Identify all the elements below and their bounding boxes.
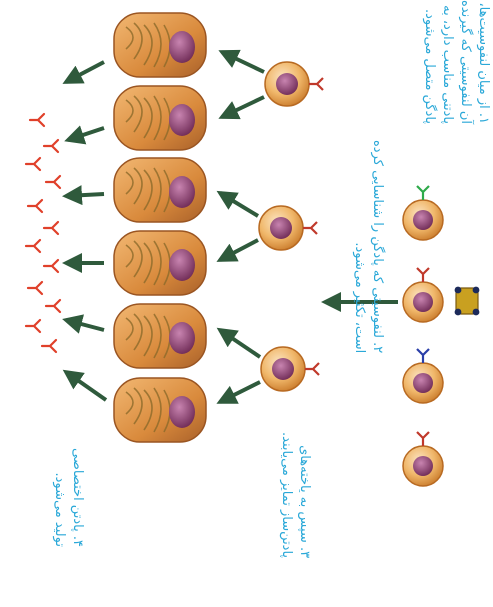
- antibody-icon: [44, 260, 58, 272]
- arrow-icon: [66, 194, 104, 196]
- caption-step-3: ۳. سپس به یاخته‌های پادتن‌ساز تمایز می‌ی…: [277, 432, 313, 558]
- antibody-icon: [30, 114, 44, 126]
- plasma-cells: [114, 13, 206, 442]
- antibody-icon: [28, 200, 42, 212]
- arrow-icon: [220, 193, 258, 216]
- antibody-icon: [42, 340, 56, 352]
- antibody-icon: [46, 300, 60, 312]
- plasma-cell-icon: [114, 13, 206, 77]
- antibodies: [26, 114, 60, 352]
- antibody-icon: [26, 158, 40, 170]
- arrow-icon: [66, 372, 106, 400]
- plasma-cell-icon: [114, 231, 206, 295]
- nucleus-icon: [413, 210, 433, 230]
- arrow-icon: [66, 62, 104, 82]
- caption-step-1: ۱. از میان لنفوسیت‌ها، آن لنفوسیتی که گی…: [420, 0, 492, 124]
- antibody-icon: [44, 140, 58, 152]
- nucleus-icon: [276, 73, 298, 95]
- antibody-icon: [46, 176, 60, 188]
- arrow-icon: [220, 382, 260, 402]
- antigen-icon: [455, 287, 480, 316]
- arrow-icon: [222, 52, 264, 72]
- plasma-arrows: [66, 62, 106, 400]
- lymphocyte-4: [403, 186, 443, 240]
- receptor-icon: [417, 268, 429, 282]
- plasma-cell-icon: [114, 158, 206, 222]
- receptor-icon: [417, 349, 429, 363]
- arrow-icon: [220, 240, 258, 260]
- lymphocyte-selected: [403, 268, 479, 322]
- nucleus-icon: [272, 358, 294, 380]
- antibody-icon: [44, 222, 58, 234]
- plasma-cell-icon: [114, 304, 206, 368]
- nucleus-icon: [413, 292, 433, 312]
- nucleus-icon: [270, 217, 292, 239]
- antibody-icon: [26, 240, 40, 252]
- nucleus-icon: [413, 456, 433, 476]
- lymphocyte-1: [403, 432, 443, 486]
- caption-step-4: ۴. پادتن اختصاصی تولید می‌شود.: [50, 448, 86, 547]
- arrow-icon: [222, 97, 264, 117]
- lymphocyte-2: [403, 349, 443, 403]
- clone-arrows: [220, 52, 264, 402]
- receptor-icon: [417, 186, 429, 200]
- antibody-icon: [28, 282, 42, 294]
- nucleus-icon: [413, 373, 433, 393]
- plasma-cell-icon: [114, 86, 206, 150]
- arrow-icon: [220, 330, 260, 357]
- clone-lymphocyte-3: [261, 347, 319, 391]
- clone-lymphocyte-1: [265, 62, 323, 106]
- caption-step-2: ۲. لنفوسیتی که پادگن را شناسایی کرده است…: [350, 140, 386, 353]
- receptor-icon: [309, 78, 323, 90]
- clone-lymphocyte-2: [259, 206, 317, 250]
- receptor-icon: [305, 363, 319, 375]
- arrow-icon: [68, 128, 104, 140]
- receptor-icon: [303, 222, 317, 234]
- antibody-icon: [26, 320, 40, 332]
- plasma-cell-icon: [114, 378, 206, 442]
- receptor-icon: [417, 432, 429, 446]
- arrow-icon: [66, 320, 104, 330]
